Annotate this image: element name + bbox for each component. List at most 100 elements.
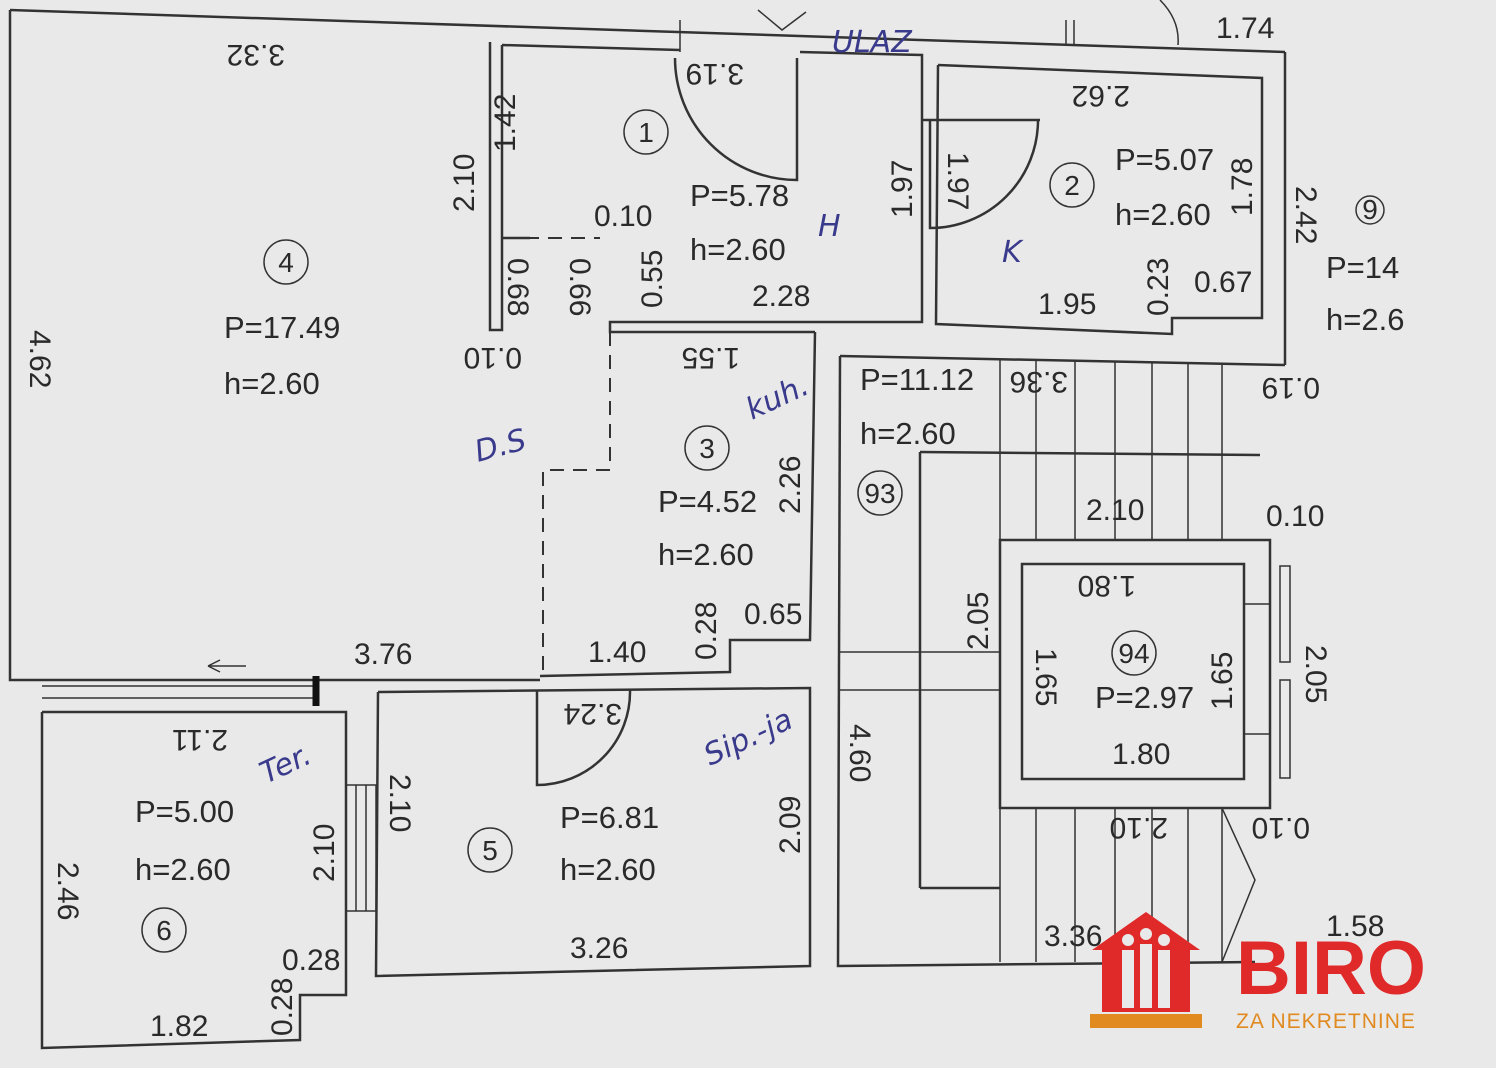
dim-label: 3.19 [686,57,744,90]
room-marker-9 [1355,195,1385,225]
dim-label: 1.97 [886,160,919,218]
room-3-area: P=4.52 [658,484,757,519]
dim-label: 2.05 [1299,645,1332,703]
room-number-9: 9 [1362,194,1378,225]
dim-label: 0.23 [1142,258,1175,316]
room-5-height: h=2.60 [560,852,656,887]
room-2-height: h=2.60 [1115,197,1211,232]
room-number-6: 6 [156,915,172,946]
dim-label: 0.10 [1266,500,1324,533]
dim-label: 2.10 [1110,811,1168,844]
dim-label: 2.10 [308,824,341,882]
dim-label: 2.05 [962,592,995,650]
room-4-area: P=17.49 [224,310,340,345]
room-2-area: P=5.07 [1115,142,1214,177]
room-1-area: P=5.78 [690,178,789,213]
dashed-partition [502,237,611,676]
dim-label: 2.10 [1086,494,1144,527]
dim-label: 2.26 [774,456,807,514]
room-marker-1 [623,109,669,155]
room-marker-4 [263,239,309,285]
dim-label: 0.28 [266,978,299,1036]
dim-label: 2.62 [1072,79,1130,112]
dim-label: 0.28 [690,602,723,660]
dim-label: 1.65 [1206,652,1239,710]
dim-label: 3.36 [1044,920,1102,953]
room-93-height: h=2.60 [860,416,956,451]
note-bathroom: K [1002,235,1024,270]
room-number-4: 4 [278,247,294,278]
dim-label: 3.32 [227,38,285,71]
dim-label: 1.95 [1038,288,1096,321]
dim-label: 3.76 [354,638,412,671]
dim-label: 1.65 [1029,648,1062,706]
note-hallway: H [818,209,841,244]
dim-label: 1.97 [941,152,974,210]
room-number-1: 1 [638,117,654,148]
dim-label: 2.10 [448,154,481,212]
dim-label: 0.19 [1262,371,1320,404]
dim-label: 1.40 [588,636,646,669]
room-marker-6 [141,907,187,953]
room-number-2: 2 [1064,170,1080,201]
room-9-area: P=14 [1326,250,1399,285]
dim-label: 3.24 [564,697,622,730]
room-5-area: P=6.81 [560,800,659,835]
room-number-markers: 1 2 3 4 5 6 93 94 9 [141,109,1385,953]
dim-label: 3.36 [1010,365,1068,398]
dim-label: 2.28 [752,280,810,313]
biro-logo: BIRO ZA NEKRETNINE [1090,912,1426,1033]
room-marker-2 [1049,162,1095,208]
note-entrance: ULAZ [832,25,913,60]
room-number-94: 94 [1118,638,1149,669]
dim-label: 2.10 [383,774,416,832]
room-number-93: 93 [864,478,895,509]
dim-label: 0.28 [282,944,340,977]
dimension-labels: 3.32 1.74 3.19 1.42 2.10 0.10 0.68 0.66 … [23,12,1384,1043]
walls [8,0,1291,1050]
dim-label: 1.55 [682,341,740,374]
dim-label: 0.10 [1252,811,1310,844]
dim-label: 1.42 [489,94,522,152]
room-9-height: h=2.6 [1326,302,1404,337]
dim-label: 3.26 [570,932,628,965]
dim-label: 0.55 [636,250,669,308]
dim-label: 1.80 [1078,569,1136,602]
doors [207,57,1040,787]
dim-label: 2.11 [172,723,228,756]
room-labels: P=5.78 h=2.60 P=5.07 h=2.60 P=4.52 h=2.6… [135,142,1404,887]
dim-label: 0.67 [1194,266,1252,299]
dim-label: 1.78 [1226,158,1259,216]
room-marker-94 [1111,630,1157,676]
dim-label: 2.42 [1289,186,1322,244]
logo-title: BIRO [1236,926,1426,1011]
dim-label: 1.80 [1112,738,1170,771]
dim-label: 2.46 [51,862,84,920]
room-6-area: P=5.00 [135,794,234,829]
room-94-area: P=2.97 [1095,680,1194,715]
room-marker-3 [684,425,730,471]
dim-label: 1.74 [1216,12,1274,45]
room-1-height: h=2.60 [690,232,786,267]
room-3-height: h=2.60 [658,537,754,572]
dim-label: 4.62 [23,330,56,388]
dim-label: 1.82 [150,1010,208,1043]
house-family-icon [1090,912,1202,1028]
logo-subtitle: ZA NEKRETNINE [1236,1010,1416,1033]
room-marker-93 [857,470,903,516]
dim-label: 0.10 [594,200,652,233]
room-93-area: P=11.12 [860,362,974,397]
room-number-3: 3 [699,433,715,464]
room-4-height: h=2.60 [224,366,320,401]
dim-label: 0.65 [744,598,802,631]
room-marker-5 [467,827,513,873]
dim-label: 0.10 [464,341,522,374]
dim-label: 0.66 [563,258,596,316]
dim-label: 2.09 [774,796,807,854]
dim-label: 1.58 [1326,910,1384,943]
dim-label: 0.68 [501,258,534,316]
dim-label: 4.60 [843,724,876,782]
room-6-height: h=2.60 [135,852,231,887]
